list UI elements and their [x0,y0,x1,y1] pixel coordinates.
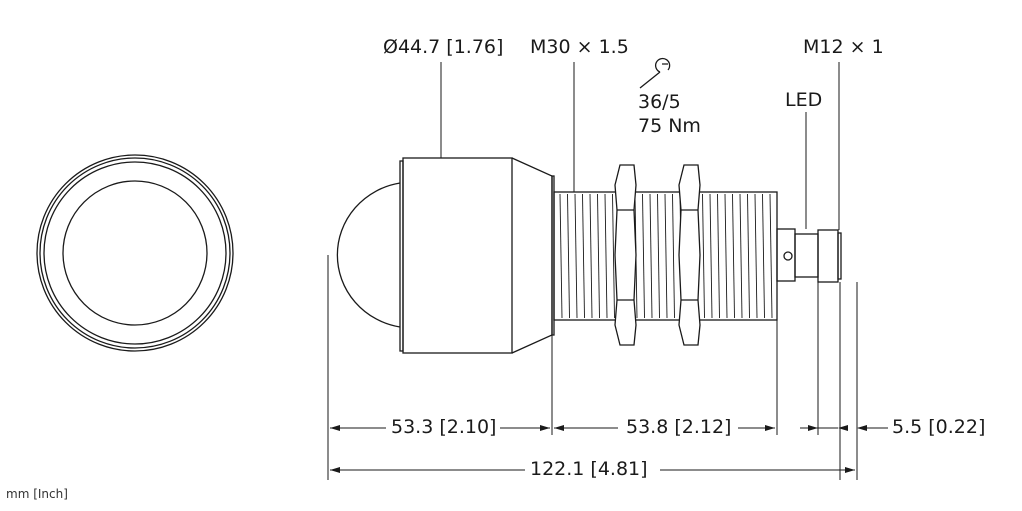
thread-line [762,193,765,319]
thread-line [672,193,675,319]
thread-line [649,193,653,319]
thread-line [567,193,570,319]
wrench-size-label: 36/5 [638,91,681,113]
thread-line [739,193,743,319]
housing [402,157,513,354]
thread-line [582,193,585,319]
dimension-lines [330,425,888,473]
front-view [36,154,234,352]
thread-line [589,193,593,319]
diameter-label: Ø44.7 [1.76] [383,36,504,58]
thread-line [769,193,773,319]
side-view [336,157,842,354]
units-note: mm [Inch] [6,487,68,501]
nut-1 [614,164,637,346]
thread-length-dimension: 53.8 [2.12] [626,416,732,438]
lens-dome [336,182,401,328]
thread-connector-label: M12 × 1 [803,36,884,58]
thread-line [724,193,728,319]
thread-line [702,193,705,319]
connector-length-dimension: 5.5 [0.22] [892,416,986,438]
wrench-icon [639,57,671,89]
thread-line [574,193,578,319]
lens-length-dimension: 53.3 [2.10] [391,416,497,438]
thread-line [754,193,758,319]
nut-2 [678,164,701,346]
connector-thread [817,229,839,283]
thread-line [664,193,668,319]
total-length-dimension: 122.1 [4.81] [530,458,648,480]
thread-line [559,193,563,319]
led-indicator [783,251,793,261]
thread-line [747,193,750,319]
thread-line [657,193,660,319]
thread-line [732,193,735,319]
thread-line [597,193,600,319]
thread-line [604,193,608,319]
leader-lines [327,62,858,480]
torque-label: 75 Nm [638,115,701,137]
thread-line [642,193,645,319]
thread-main-label: M30 × 1.5 [530,36,629,58]
thread-line [709,193,713,319]
thread-line [612,193,615,319]
thread-line [717,193,720,319]
led-label: LED [785,89,823,111]
